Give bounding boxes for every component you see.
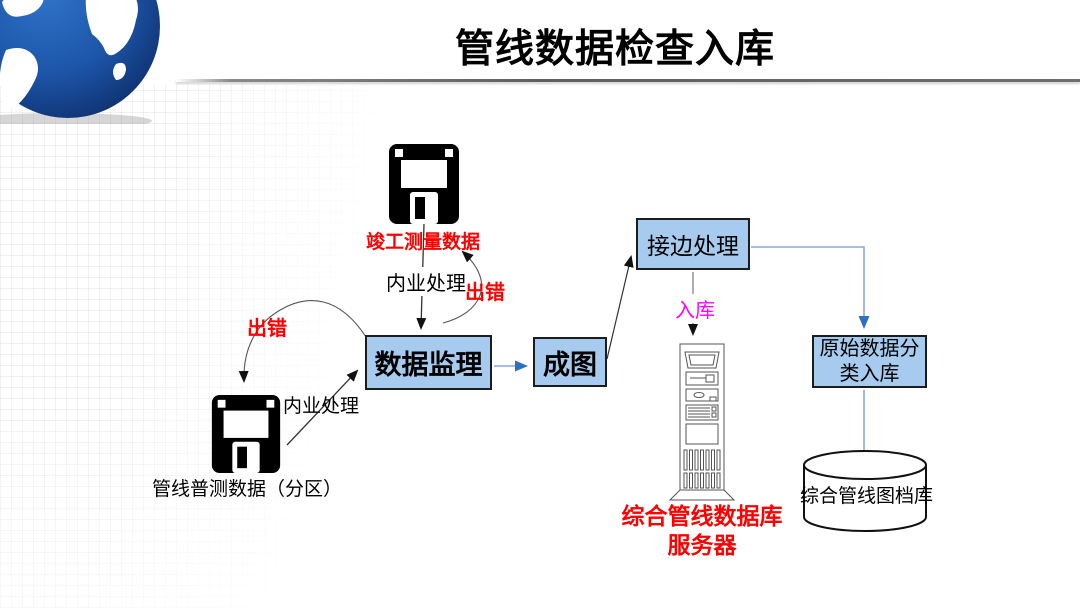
arrow-edgejoin-to-classify <box>751 246 870 329</box>
header-divider-line <box>176 79 1080 82</box>
node-classify-line1: 原始数据分 <box>819 337 920 360</box>
server-tower-icon <box>668 343 736 501</box>
node-mapping: 成图 <box>533 337 607 387</box>
server-label-line2: 服务器 <box>667 533 737 558</box>
arrow-mapping-to-edgejoin <box>606 255 634 360</box>
node-classify: 原始数据分 类入库 <box>812 335 927 388</box>
server-label-line1: 综合管线数据库 <box>621 504 783 529</box>
edge-label-error-left: 出错 <box>247 318 287 340</box>
page-title: 管线数据检查入库 <box>454 28 775 71</box>
floppy-top-label: 竣工测量数据 <box>366 232 481 253</box>
globe-icon <box>0 0 160 124</box>
database-cylinder-icon <box>803 450 927 532</box>
server-vent-slats <box>683 449 721 489</box>
archive-label: 综合管线图档库 <box>800 486 934 507</box>
node-edge-join: 接边处理 <box>636 218 750 270</box>
edge-label-error-right: 出错 <box>465 282 505 304</box>
node-data-supervision: 数据监理 <box>365 335 492 390</box>
node-classify-line2: 类入库 <box>839 362 900 385</box>
edge-label-process-left: 内业处理 <box>283 396 360 417</box>
background-grid-pattern <box>0 84 400 608</box>
edge-label-process-top: 内业处理 <box>384 267 468 296</box>
floppy-left-label: 管线普测数据（分区） <box>152 479 343 500</box>
node-data-supervision-label: 数据监理 <box>374 350 483 380</box>
edge-label-store: 入库 <box>673 294 717 323</box>
floppy-disk-icon <box>389 144 459 224</box>
server-label: 综合管线数据库 服务器 <box>592 502 812 560</box>
node-mapping-label: 成图 <box>543 349 597 380</box>
node-edge-join-label: 接边处理 <box>647 234 739 259</box>
floppy-disk-icon <box>211 394 281 474</box>
